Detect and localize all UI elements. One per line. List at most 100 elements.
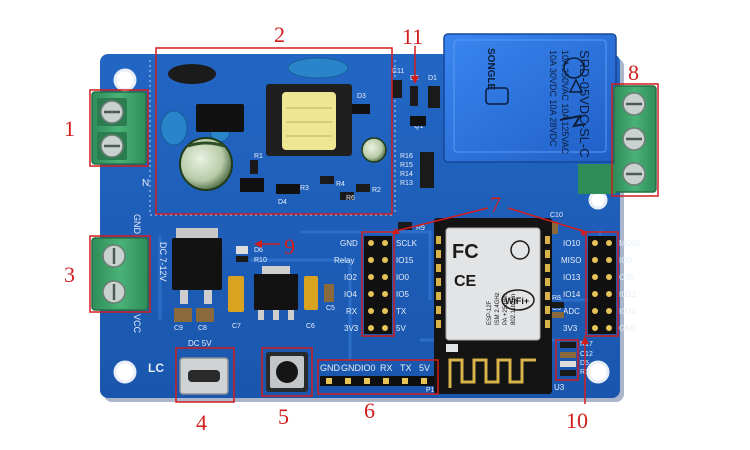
esp-ce-mark: CE (454, 273, 477, 290)
annotation-box-2 (155, 47, 393, 215)
smd-ic (240, 178, 264, 192)
gpio-label: TX (396, 307, 407, 316)
callout-10: 10 (566, 408, 588, 433)
esp-capacitor (446, 344, 458, 352)
mounting-hole-tr (588, 190, 608, 210)
bottom-pin-label: TX (400, 363, 412, 373)
annotation-box-1 (89, 89, 149, 167)
bottom-pin-label: RX (380, 363, 393, 373)
gpio-label: GND (619, 324, 637, 333)
label-r6: R6 (346, 195, 355, 202)
smd-diode (410, 86, 418, 106)
esp-shield-text: ESP-12F ISM 2.4GHz PA +25dBm 802.11b/g/n (487, 292, 517, 325)
terminal-base (578, 164, 616, 194)
smd-resistor (392, 80, 402, 98)
gnd-side-label: GND (132, 214, 142, 235)
label-d6: D6 (254, 247, 263, 254)
dc-input-label: DC 7-12V (158, 242, 168, 282)
right-gpio-header (588, 236, 616, 334)
esp-ism: ISM 2.4GHz (495, 292, 501, 325)
esp-wifi-mark: WiFi+ (505, 296, 529, 306)
label-q1: Q1 (414, 123, 423, 130)
label-r9: R9 (416, 225, 425, 232)
smd-resistor (560, 342, 576, 348)
esp-castellations (436, 236, 550, 328)
gpio-label: IO16 (619, 307, 637, 316)
gpio-label: IO10 (563, 239, 581, 248)
relay-markings: SRD-05VDC-SL-C 10A 250VAC 10A 125VAC 10A… (485, 48, 592, 158)
smd-resistor (320, 176, 334, 184)
callout-7: 7 (490, 192, 501, 217)
smd-resistor (250, 160, 258, 174)
ldo-pin (258, 310, 264, 320)
songle-logo-icon (559, 114, 587, 128)
regulator-pin (180, 290, 188, 304)
smd-led (560, 361, 576, 367)
relay-model: SRD-05VDC-SL-C (577, 50, 592, 158)
annotation-box-4 (175, 347, 235, 403)
ldo-tab (262, 266, 290, 274)
callout-3: 3 (64, 262, 75, 287)
label-c10: C10 (550, 212, 563, 219)
ceramic-capacitor (287, 57, 349, 79)
electrolytic-capacitor (361, 137, 387, 163)
label-r14: R14 (400, 171, 413, 178)
mounting-hole-tl (113, 68, 137, 92)
smd-diode (352, 104, 370, 114)
warning-mark (568, 78, 584, 93)
ac-input-terminal (91, 91, 147, 165)
arrowhead (254, 240, 262, 248)
ul-mark (485, 87, 509, 105)
resistor-array (420, 152, 434, 188)
smd-cap (324, 284, 334, 302)
smd-resistor (340, 192, 354, 200)
brand-corner-label: LC (148, 361, 164, 375)
header-plastic (320, 376, 434, 386)
annotation-box-3 (89, 235, 151, 313)
relay-rating-1: 10A 250VAC 10A 125VAC (560, 50, 570, 155)
header-pins (368, 240, 388, 331)
wifi-logo-icon (501, 289, 535, 311)
dc5v-label: DC 5V (188, 339, 212, 348)
gpio-label: IO14 (563, 290, 581, 299)
certification-marks (485, 57, 587, 128)
regulator-pin (204, 290, 212, 304)
n-mark: N (142, 178, 149, 189)
annotation-box-6 (317, 359, 439, 395)
varistor (168, 64, 216, 84)
label-r13: R13 (400, 180, 413, 187)
gpio-label: SCLK (396, 239, 418, 248)
annotation-box-10 (555, 339, 579, 381)
gpio-label: 3V3 (344, 324, 359, 333)
callout-11: 11 (402, 24, 423, 49)
esp-model: ESP-12F (487, 300, 493, 325)
arrowhead (580, 228, 586, 236)
callout-6: 6 (364, 398, 375, 423)
gpio-label: RX (346, 307, 358, 316)
label-c12: C12 (580, 351, 593, 358)
smd-resistor (398, 222, 412, 230)
p1-tag: P1 (426, 387, 435, 394)
label-c7: C7 (232, 323, 241, 330)
label-c6: C6 (306, 323, 315, 330)
driver-components (392, 80, 558, 234)
label-r3: R3 (300, 185, 309, 192)
callout-line-7b (507, 207, 587, 233)
label-r10: R10 (254, 257, 267, 264)
gpio-label: MISO (561, 256, 581, 265)
gpio-label: CS0 (619, 273, 635, 282)
ldo-pin (273, 310, 279, 320)
gpio-label: 3V3 (563, 324, 578, 333)
bottom-pin-label: GND (320, 363, 341, 373)
left-gpio-labels: GND Relay IO2 IO4 RX 3V3 SCLK IO15 IO0 I… (334, 239, 418, 333)
annotation-box-5 (261, 347, 313, 397)
usb-port (188, 370, 220, 382)
esp-module: FC CE WiFi+ ESP-12F ISM 2.4GHz PA +25dBm… (434, 218, 552, 394)
label-r16: R16 (400, 153, 413, 160)
ceramic-capacitor (160, 110, 188, 146)
gpio-label: IO2 (344, 273, 357, 282)
callout-5: 5 (278, 404, 289, 429)
label-r2: R2 (372, 187, 381, 194)
callout-4: 4 (196, 410, 207, 435)
